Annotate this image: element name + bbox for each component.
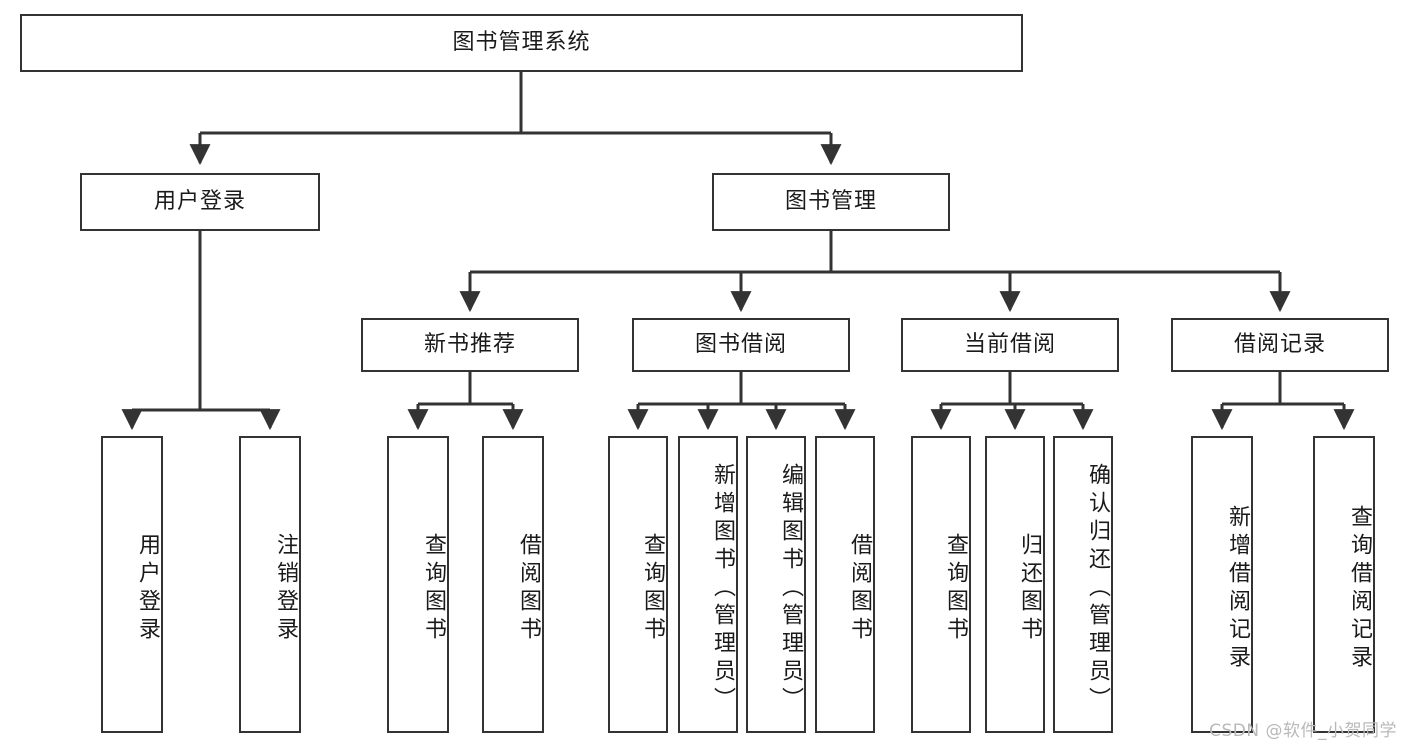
leaf-add-book-admin-label: 新增图书（管理员） [710,462,735,715]
leaf-query-book-3[interactable]: 查询图书 [911,436,971,733]
leaf-borrow-book-2[interactable]: 借阅图书 [815,436,875,733]
connector-borrow-record-bus [1222,372,1344,406]
leaf-borrow-book-1-label: 借阅图书 [516,532,541,645]
watermark-text: CSDN @软件_小贺同学 [1209,721,1397,741]
connector-root-bus [200,72,831,135]
leaf-return-book[interactable]: 归还图书 [985,436,1045,733]
leaf-return-book-label: 归还图书 [1017,532,1042,645]
node-current-borrow[interactable]: 当前借阅 [901,318,1119,372]
node-user-login[interactable]: 用户登录 [80,173,320,231]
leaf-borrow-book-2-label: 借阅图书 [847,532,872,645]
node-root-label: 图书管理系统 [452,29,591,55]
leaf-query-borrow-record[interactable]: 查询借阅记录 [1313,436,1375,733]
leaf-confirm-return-admin-label: 确认归还（管理员） [1085,462,1110,715]
node-user-login-label: 用户登录 [153,188,246,214]
leaf-query-book-3-label: 查询图书 [943,532,968,645]
node-book-manage[interactable]: 图书管理 [712,173,950,231]
node-new-book-recommend[interactable]: 新书推荐 [361,318,579,372]
connector-current-borrow-bus [941,372,1083,406]
node-book-borrow[interactable]: 图书借阅 [632,318,850,372]
leaf-logout-login[interactable]: 注销登录 [239,436,301,733]
connector-new-book-bus [418,372,513,406]
leaf-query-borrow-record-label: 查询借阅记录 [1347,504,1372,673]
node-book-manage-label: 图书管理 [784,188,877,214]
leaf-user-login[interactable]: 用户登录 [101,436,163,733]
connector-book-borrow-bus [638,372,845,406]
leaf-borrow-book-1[interactable]: 借阅图书 [482,436,544,733]
leaf-user-login-label: 用户登录 [135,532,160,645]
node-root[interactable]: 图书管理系统 [20,14,1023,72]
node-new-book-recommend-label: 新书推荐 [423,331,516,357]
leaf-logout-login-label: 注销登录 [273,532,298,645]
leaf-confirm-return-admin[interactable]: 确认归还（管理员） [1053,436,1113,733]
node-borrow-record-label: 借阅记录 [1233,331,1326,357]
leaf-edit-book-admin-label: 编辑图书（管理员） [778,462,803,715]
leaf-query-book-2-label: 查询图书 [640,532,665,645]
node-borrow-record[interactable]: 借阅记录 [1171,318,1389,372]
leaf-query-book-2[interactable]: 查询图书 [608,436,668,733]
leaf-query-book-1[interactable]: 查询图书 [387,436,449,733]
leaf-add-book-admin[interactable]: 新增图书（管理员） [678,436,738,733]
leaf-add-borrow-record[interactable]: 新增借阅记录 [1191,436,1253,733]
node-current-borrow-label: 当前借阅 [963,331,1056,357]
connector-user-login-bus [132,231,270,412]
leaf-edit-book-admin[interactable]: 编辑图书（管理员） [746,436,806,733]
leaf-add-borrow-record-label: 新增借阅记录 [1225,504,1250,673]
connector-book-manage-bus [470,231,1280,274]
leaf-query-book-1-label: 查询图书 [421,532,446,645]
node-book-borrow-label: 图书借阅 [694,331,787,357]
